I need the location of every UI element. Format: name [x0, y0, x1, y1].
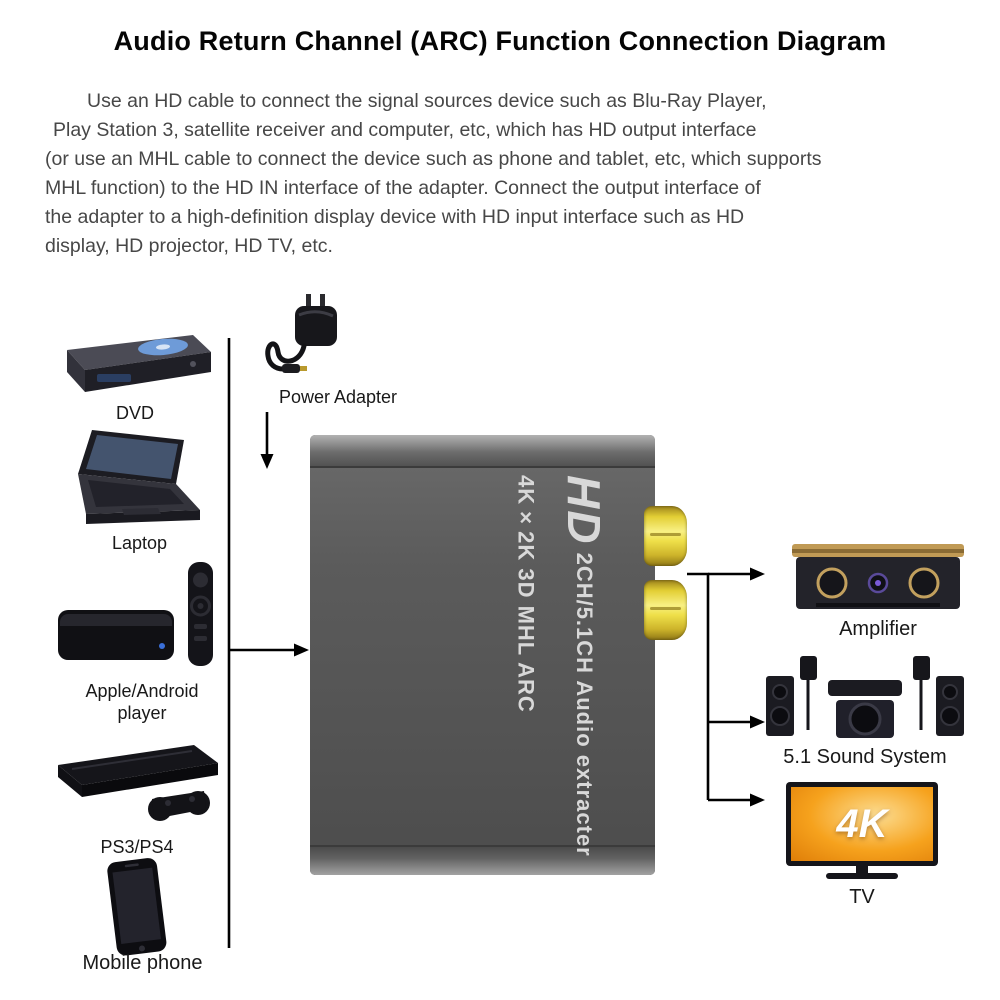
- arrowhead-to-tv: [750, 793, 765, 807]
- extractor-vertical-text: HD 2CH/5.1CH Audio extracter 4K×2K 3D MH…: [507, 475, 617, 873]
- arrowhead-power: [260, 454, 274, 469]
- mobile-phone-icon: [90, 858, 180, 958]
- extractor-top-edge: [310, 435, 655, 468]
- tv-frame: 4K: [786, 782, 938, 866]
- device-label-dvd: DVD: [115, 403, 154, 423]
- device-label-sound-system: 5.1 Sound System: [783, 746, 947, 768]
- tv-stand-stem: [856, 866, 868, 873]
- game-console-icon: [52, 735, 222, 833]
- extractor-text-line1: HD 2CH/5.1CH Audio extracter: [550, 475, 617, 873]
- page-title: Audio Return Channel (ARC) Function Conn…: [113, 26, 887, 56]
- description-line: display, HD projector, HD TV, etc.: [45, 235, 333, 257]
- audio-extractor-box: HD 2CH/5.1CH Audio extracter 4K×2K 3D MH…: [310, 435, 655, 875]
- extractor-brand: HD: [558, 475, 610, 546]
- dvd-player-icon: [55, 330, 215, 404]
- extractor-text-line2: 4K×2K 3D MHL ARC: [513, 475, 539, 713]
- device-label-ps: PS3/PS4: [100, 837, 174, 857]
- description-line: the adapter to a high-definition display…: [45, 206, 745, 228]
- game-controller-icon: [148, 791, 210, 821]
- arrowhead-to-sound-system: [750, 715, 765, 729]
- arrowhead-to-extractor: [294, 643, 309, 657]
- description-line: (or use an MHL cable to connect the devi…: [45, 148, 822, 170]
- sound-system-icon: [766, 654, 964, 742]
- description-paragraph: Use an HD cable to connect the signal so…: [45, 87, 959, 261]
- rca-jack-top-icon: [644, 506, 687, 566]
- description-line: Use an HD cable to connect the signal so…: [87, 90, 767, 112]
- description-line: Play Station 3, satellite receiver and c…: [53, 119, 757, 141]
- extractor-model-text: 2CH/5.1CH Audio extracter: [572, 552, 597, 857]
- rca-jack-bottom-icon: [644, 580, 687, 640]
- device-label-tv: TV: [849, 886, 875, 908]
- power-adapter-icon: [262, 292, 362, 387]
- extractor-bottom-edge: [310, 845, 655, 875]
- device-label-laptop: Laptop: [111, 533, 168, 553]
- laptop-icon: [62, 428, 217, 530]
- amplifier-icon: [790, 542, 966, 616]
- device-label-player: Apple/Android player: [85, 681, 199, 723]
- description-line: MHL function) to the HD IN interface of …: [45, 177, 761, 199]
- tv-icon: 4K: [786, 782, 938, 882]
- device-label-mobile-phone: Mobile phone: [82, 952, 203, 974]
- device-label-amplifier: Amplifier: [839, 618, 917, 640]
- arrowhead-to-amplifier: [750, 567, 765, 581]
- media-player-icon: [58, 562, 223, 674]
- device-label-power-adapter: Power Adapter: [278, 387, 398, 407]
- extractor-output-bus-line: [687, 572, 710, 800]
- tv-screen: 4K: [791, 787, 933, 861]
- tv-screen-text: 4K: [836, 801, 888, 846]
- tv-stand-base: [826, 873, 898, 879]
